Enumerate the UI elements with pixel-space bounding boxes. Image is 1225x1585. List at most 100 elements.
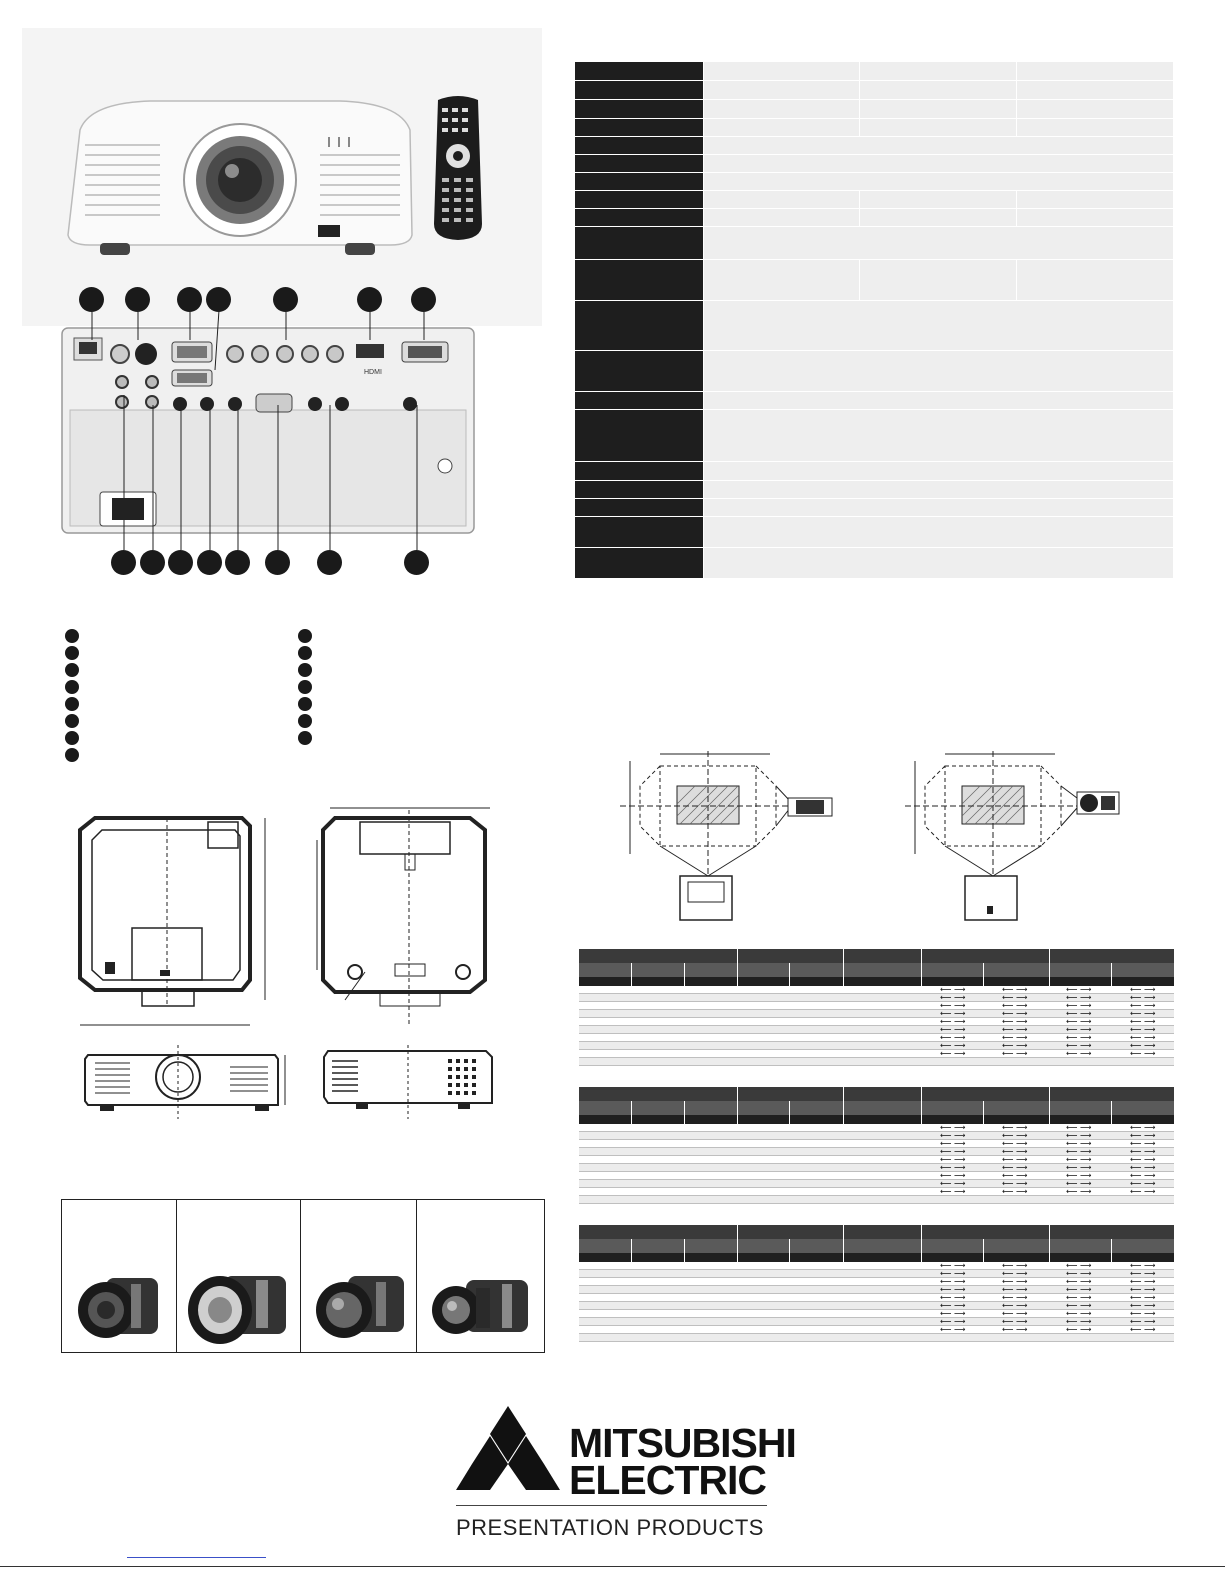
callout-marker bbox=[404, 550, 429, 575]
spec-row bbox=[575, 227, 1173, 260]
range-arrow-icon: ⟵ ⟶ bbox=[1130, 1139, 1156, 1148]
footer-link-underline[interactable] bbox=[127, 1557, 266, 1558]
range-arrow-icon: ⟵ ⟶ bbox=[1066, 1123, 1092, 1132]
range-arrow-icon: ⟵ ⟶ bbox=[940, 1309, 966, 1318]
callout-marker bbox=[168, 550, 193, 575]
callout-marker bbox=[273, 287, 298, 312]
spec-row bbox=[575, 392, 1173, 410]
range-arrow-icon: ⟵ ⟶ bbox=[1002, 1163, 1028, 1172]
table-row bbox=[579, 1058, 1174, 1066]
spec-row bbox=[575, 462, 1173, 481]
range-arrow-icon: ⟵ ⟶ bbox=[940, 1009, 966, 1018]
range-arrow-icon: ⟵ ⟶ bbox=[1066, 1285, 1092, 1294]
range-arrow-icon: ⟵ ⟶ bbox=[1130, 1277, 1156, 1286]
legend-bullet bbox=[65, 680, 79, 694]
spec-row bbox=[575, 62, 1173, 81]
hdmi-logo-text: HDMI bbox=[364, 369, 382, 376]
three-diamonds-logo-icon bbox=[456, 1406, 560, 1490]
range-arrow-icon: ⟵ ⟶ bbox=[1130, 1131, 1156, 1140]
range-arrow-icon: ⟵ ⟶ bbox=[1066, 1155, 1092, 1164]
range-arrow-icon: ⟵ ⟶ bbox=[1066, 1269, 1092, 1278]
range-arrow-icon: ⟵ ⟶ bbox=[1066, 1277, 1092, 1286]
range-arrow-icon: ⟵ ⟶ bbox=[1130, 1017, 1156, 1026]
lens-image-4 bbox=[432, 1280, 528, 1334]
range-arrow-icon: ⟵ ⟶ bbox=[940, 1301, 966, 1310]
table-row bbox=[579, 1294, 1174, 1302]
range-arrow-icon: ⟵ ⟶ bbox=[940, 1147, 966, 1156]
range-arrow-icon: ⟵ ⟶ bbox=[1002, 1033, 1028, 1042]
callout-marker bbox=[140, 550, 165, 575]
range-arrow-icon: ⟵ ⟶ bbox=[1002, 1147, 1028, 1156]
legend-bullet bbox=[65, 629, 79, 643]
legend-bullet bbox=[298, 646, 312, 660]
lens-shift-diagram-left bbox=[620, 751, 833, 921]
legend-bullet bbox=[65, 731, 79, 745]
side-view-drawing bbox=[323, 1045, 493, 1119]
range-arrow-icon: ⟵ ⟶ bbox=[940, 1179, 966, 1188]
spec-row bbox=[575, 100, 1173, 119]
range-arrow-icon: ⟵ ⟶ bbox=[940, 1033, 966, 1042]
range-arrow-icon: ⟵ ⟶ bbox=[1066, 1301, 1092, 1310]
range-arrow-icon: ⟵ ⟶ bbox=[1066, 1317, 1092, 1326]
projector-front-image bbox=[67, 100, 413, 255]
callout-marker bbox=[79, 287, 104, 312]
callout-marker bbox=[411, 287, 436, 312]
legend-bullet bbox=[65, 748, 79, 762]
table-row bbox=[579, 1196, 1174, 1204]
legend-bullet bbox=[65, 714, 79, 728]
table-row bbox=[579, 1026, 1174, 1034]
range-arrow-icon: ⟵ ⟶ bbox=[1130, 1317, 1156, 1326]
range-arrow-icon: ⟵ ⟶ bbox=[1002, 1049, 1028, 1058]
lens-image-2 bbox=[188, 1276, 286, 1344]
spec-row bbox=[575, 209, 1173, 227]
spec-row bbox=[575, 137, 1173, 155]
throw-table: ⟵ ⟶⟵ ⟶⟵ ⟶⟵ ⟶⟵ ⟶⟵ ⟶⟵ ⟶⟵ ⟶⟵ ⟶⟵ ⟶⟵ ⟶⟵ ⟶⟵ ⟶⟵… bbox=[579, 1225, 1174, 1345]
spec-row bbox=[575, 351, 1173, 392]
range-arrow-icon: ⟵ ⟶ bbox=[1066, 993, 1092, 1002]
range-arrow-icon: ⟵ ⟶ bbox=[1066, 1025, 1092, 1034]
range-arrow-icon: ⟵ ⟶ bbox=[940, 993, 966, 1002]
range-arrow-icon: ⟵ ⟶ bbox=[1002, 1041, 1028, 1050]
range-arrow-icon: ⟵ ⟶ bbox=[1066, 1017, 1092, 1026]
range-arrow-icon: ⟵ ⟶ bbox=[1066, 1309, 1092, 1318]
range-arrow-icon: ⟵ ⟶ bbox=[1066, 1293, 1092, 1302]
range-arrow-icon: ⟵ ⟶ bbox=[1002, 1269, 1028, 1278]
table-row bbox=[579, 1302, 1174, 1310]
callout-marker bbox=[197, 550, 222, 575]
range-arrow-icon: ⟵ ⟶ bbox=[1002, 1179, 1028, 1188]
range-arrow-icon: ⟵ ⟶ bbox=[940, 1269, 966, 1278]
range-arrow-icon: ⟵ ⟶ bbox=[1130, 1187, 1156, 1196]
range-arrow-icon: ⟵ ⟶ bbox=[940, 1017, 966, 1026]
brand-line-1: MITSUBISHI bbox=[569, 1420, 797, 1466]
range-arrow-icon: ⟵ ⟶ bbox=[1066, 1163, 1092, 1172]
range-arrow-icon: ⟵ ⟶ bbox=[940, 985, 966, 994]
legend-bullet bbox=[298, 731, 312, 745]
spec-row bbox=[575, 410, 1173, 462]
range-arrow-icon: ⟵ ⟶ bbox=[940, 1041, 966, 1050]
range-arrow-icon: ⟵ ⟶ bbox=[1002, 1155, 1028, 1164]
lens-divider bbox=[300, 1200, 301, 1352]
range-arrow-icon: ⟵ ⟶ bbox=[1066, 1179, 1092, 1188]
range-arrow-icon: ⟵ ⟶ bbox=[1066, 1033, 1092, 1042]
legend-bullet bbox=[298, 663, 312, 677]
range-arrow-icon: ⟵ ⟶ bbox=[1002, 1009, 1028, 1018]
lens-divider bbox=[176, 1200, 177, 1352]
range-arrow-icon: ⟵ ⟶ bbox=[940, 1163, 966, 1172]
bottom-view-drawing bbox=[316, 807, 490, 1025]
range-arrow-icon: ⟵ ⟶ bbox=[1130, 1009, 1156, 1018]
range-arrow-icon: ⟵ ⟶ bbox=[1002, 1017, 1028, 1026]
table-row bbox=[579, 1278, 1174, 1286]
range-arrow-icon: ⟵ ⟶ bbox=[1130, 1155, 1156, 1164]
legend-bullet bbox=[298, 714, 312, 728]
throw-table: ⟵ ⟶⟵ ⟶⟵ ⟶⟵ ⟶⟵ ⟶⟵ ⟶⟵ ⟶⟵ ⟶⟵ ⟶⟵ ⟶⟵ ⟶⟵ ⟶⟵ ⟶⟵… bbox=[579, 1087, 1174, 1207]
table-row bbox=[579, 994, 1174, 1002]
range-arrow-icon: ⟵ ⟶ bbox=[1002, 1123, 1028, 1132]
range-arrow-icon: ⟵ ⟶ bbox=[1130, 1285, 1156, 1294]
range-arrow-icon: ⟵ ⟶ bbox=[1066, 1187, 1092, 1196]
table-row bbox=[579, 1326, 1174, 1334]
table-row bbox=[579, 1286, 1174, 1294]
table-row bbox=[579, 1010, 1174, 1018]
range-arrow-icon: ⟵ ⟶ bbox=[940, 1171, 966, 1180]
range-arrow-icon: ⟵ ⟶ bbox=[1066, 1325, 1092, 1334]
callout-leader-lines bbox=[91, 309, 425, 550]
